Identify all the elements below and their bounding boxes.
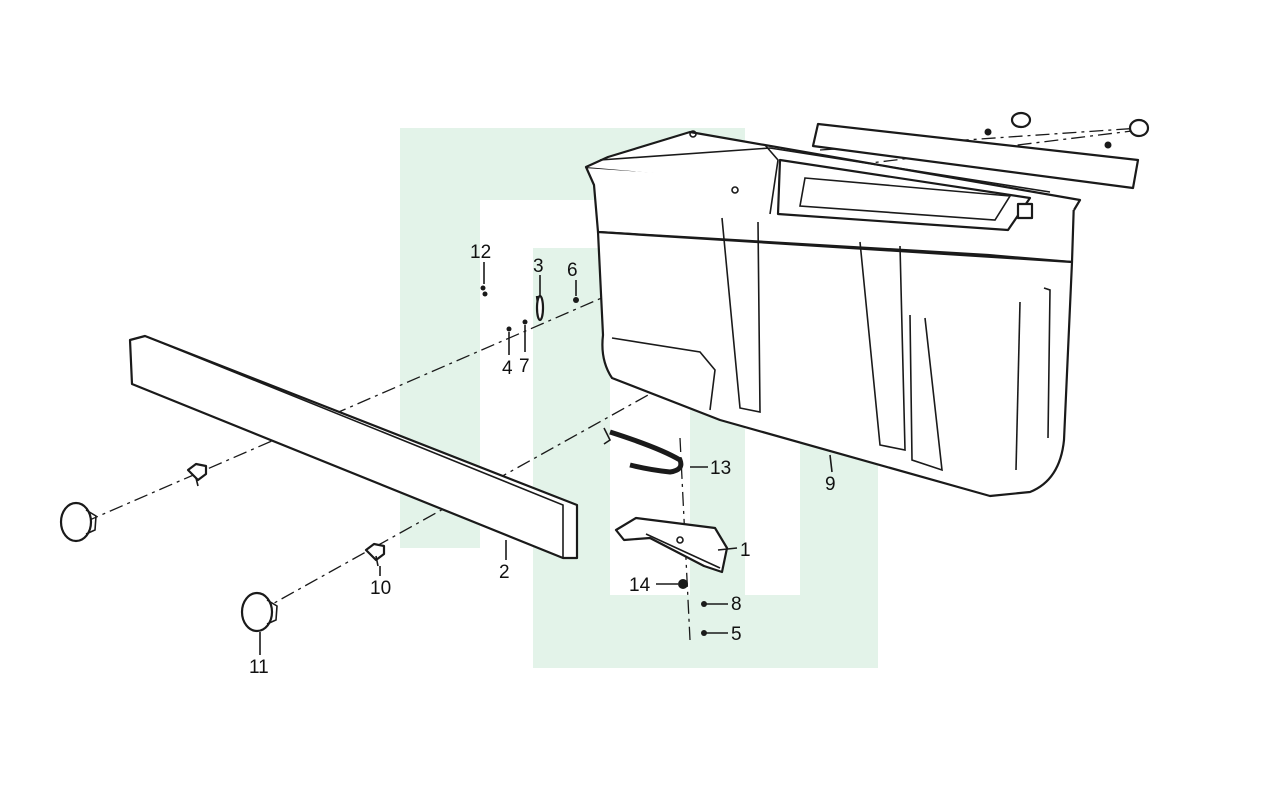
top-rail: [811, 111, 1150, 190]
chain-part-13: [603, 427, 684, 475]
callout-6: 6: [567, 260, 578, 281]
storage-box-part-9: [584, 130, 1082, 498]
callout-3: 3: [533, 256, 544, 277]
callout-1: 1: [740, 540, 751, 561]
bracket-part-1: [614, 516, 729, 574]
callout-10: 10: [370, 578, 391, 599]
leader-lines: [259, 262, 833, 655]
callout-7: 7: [519, 356, 530, 377]
callout-13: 13: [710, 458, 731, 479]
callout-5: 5: [731, 624, 742, 645]
callout-4: 4: [502, 358, 513, 379]
callout-9: 9: [825, 474, 836, 495]
knob-part-11: [59, 501, 278, 633]
callout-2: 2: [499, 562, 510, 583]
callout-12: 12: [470, 242, 491, 263]
callout-11: 11: [249, 657, 269, 678]
front-bar-part-2: [128, 334, 579, 560]
callout-14: 14: [629, 575, 651, 596]
callout-labels: 1 2 3 4 5 6 7 8 9 10 11 12 13 14: [249, 242, 836, 678]
screw-part-10: [186, 462, 386, 567]
callout-8: 8: [731, 594, 742, 615]
